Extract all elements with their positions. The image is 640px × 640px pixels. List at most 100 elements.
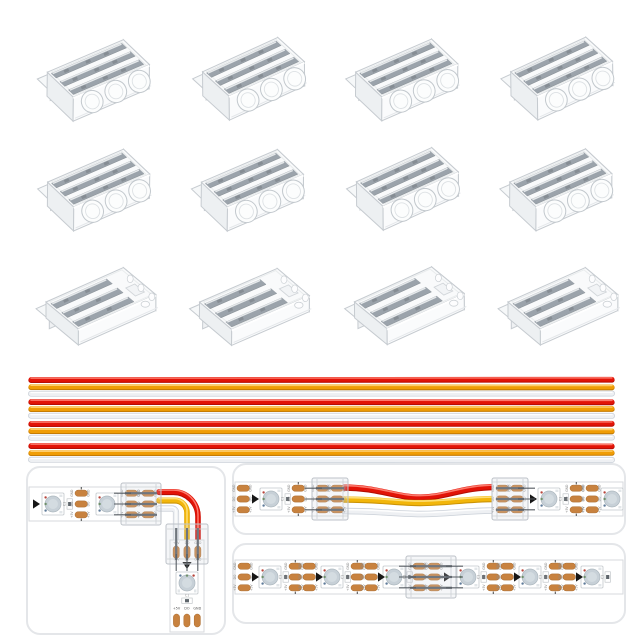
led-chip bbox=[259, 487, 283, 511]
led-strip-connector bbox=[191, 36, 307, 122]
ribbon-wire bbox=[28, 420, 615, 441]
l-shape-corner-connection: C1GNDGNDDODO+5V+5VGNDGNDDODO+5V+5VGNDGND… bbox=[28, 482, 209, 633]
svg-text:+5V: +5V bbox=[232, 506, 236, 514]
svg-text:DO: DO bbox=[558, 574, 562, 579]
svg-text:+5V: +5V bbox=[377, 584, 381, 592]
ribbon-wire bbox=[28, 443, 615, 463]
svg-text:DO: DO bbox=[343, 496, 347, 501]
svg-text:+5V: +5V bbox=[544, 584, 548, 592]
led-chip bbox=[41, 492, 65, 516]
svg-text:GND: GND bbox=[287, 484, 291, 492]
svg-text:GND: GND bbox=[284, 562, 288, 570]
led-chip bbox=[175, 571, 199, 595]
led-strip-connector bbox=[497, 266, 621, 347]
led-strip-connector bbox=[36, 148, 152, 233]
red-wire bbox=[28, 376, 615, 384]
svg-text:GND: GND bbox=[363, 562, 367, 570]
svg-text:+5V: +5V bbox=[565, 506, 569, 514]
white-wire bbox=[28, 390, 615, 397]
svg-text:+5V: +5V bbox=[284, 584, 288, 592]
svg-text:GND: GND bbox=[482, 562, 486, 570]
resistor-component: C1 bbox=[476, 571, 487, 583]
wire-bundle bbox=[28, 376, 615, 463]
svg-text:+5V: +5V bbox=[561, 584, 565, 592]
svg-text:C1: C1 bbox=[476, 575, 480, 579]
direction-arrow bbox=[514, 572, 521, 582]
red-wire bbox=[341, 483, 499, 501]
svg-text:+5V: +5V bbox=[301, 584, 305, 592]
svg-text:C1: C1 bbox=[538, 575, 542, 579]
svg-text:GND: GND bbox=[491, 484, 495, 492]
strip-to-strip-splice: C1GNDGNDDODO+5V+5VGNDGNDDODO+5V+5VC1GNDG… bbox=[233, 555, 624, 599]
svg-text:+5V: +5V bbox=[581, 506, 585, 514]
strip-clip-connector bbox=[305, 477, 349, 521]
svg-text:DO: DO bbox=[87, 501, 91, 506]
svg-text:+5V: +5V bbox=[598, 506, 602, 514]
led-strip-connector bbox=[188, 267, 312, 347]
direction-arrow bbox=[378, 572, 385, 582]
svg-text:GND: GND bbox=[346, 562, 350, 570]
red-wire bbox=[28, 399, 615, 406]
svg-text:C1: C1 bbox=[62, 502, 66, 506]
svg-text:DO: DO bbox=[561, 574, 565, 579]
svg-text:+5V: +5V bbox=[343, 506, 347, 514]
orange-wire bbox=[28, 449, 615, 457]
svg-text:DO: DO bbox=[233, 574, 237, 579]
svg-text:DO: DO bbox=[298, 574, 302, 579]
led-chip bbox=[456, 565, 480, 589]
led-strip-connector bbox=[498, 147, 614, 232]
svg-text:GND: GND bbox=[496, 562, 500, 570]
ribbon-wire bbox=[28, 399, 615, 419]
svg-text:+5V: +5V bbox=[360, 584, 364, 592]
svg-text:DO: DO bbox=[496, 574, 500, 579]
svg-text:GND: GND bbox=[565, 484, 569, 492]
svg-text:DO: DO bbox=[287, 496, 291, 501]
connector-grid bbox=[35, 35, 621, 347]
svg-text:DO: DO bbox=[70, 501, 74, 506]
led-strip-connector bbox=[499, 35, 616, 122]
red-wire bbox=[28, 443, 615, 450]
led-strip-connector bbox=[345, 146, 461, 232]
svg-text:GND: GND bbox=[233, 562, 237, 570]
svg-text:+5V: +5V bbox=[496, 584, 500, 592]
svg-text:+5V: +5V bbox=[249, 506, 253, 514]
orange-wire bbox=[28, 384, 615, 391]
led-strip-connector bbox=[35, 266, 159, 347]
svg-text:DO: DO bbox=[582, 496, 586, 501]
svg-text:DO: DO bbox=[491, 496, 495, 501]
direction-arrow bbox=[316, 572, 323, 582]
led-chip bbox=[95, 492, 119, 516]
led-chip bbox=[320, 565, 344, 589]
led-strip-connector bbox=[344, 37, 460, 123]
svg-text:DO: DO bbox=[363, 574, 367, 579]
orange-wire bbox=[28, 428, 615, 435]
svg-text:GND: GND bbox=[561, 562, 565, 570]
white-wire bbox=[340, 507, 500, 518]
direction-arrow bbox=[252, 572, 259, 582]
resistor-component: C1 bbox=[600, 571, 611, 583]
resistor-component: C1 bbox=[340, 571, 351, 583]
svg-text:DO: DO bbox=[482, 574, 486, 579]
direction-arrow bbox=[33, 499, 40, 509]
svg-text:DO: DO bbox=[499, 574, 503, 579]
white-wire bbox=[28, 412, 615, 419]
red-wire bbox=[156, 489, 201, 552]
svg-text:+5V: +5V bbox=[87, 511, 91, 519]
svg-text:+5V: +5V bbox=[298, 584, 302, 592]
svg-text:GND: GND bbox=[343, 484, 347, 492]
white-wire bbox=[155, 505, 180, 552]
svg-text:DO: DO bbox=[250, 574, 254, 579]
led-strip-connector bbox=[36, 38, 152, 123]
orange-wire bbox=[28, 405, 615, 413]
svg-text:+5V: +5V bbox=[491, 506, 495, 514]
svg-text:GND: GND bbox=[315, 562, 319, 570]
svg-text:GND: GND bbox=[360, 562, 364, 570]
led-chip bbox=[537, 487, 561, 511]
